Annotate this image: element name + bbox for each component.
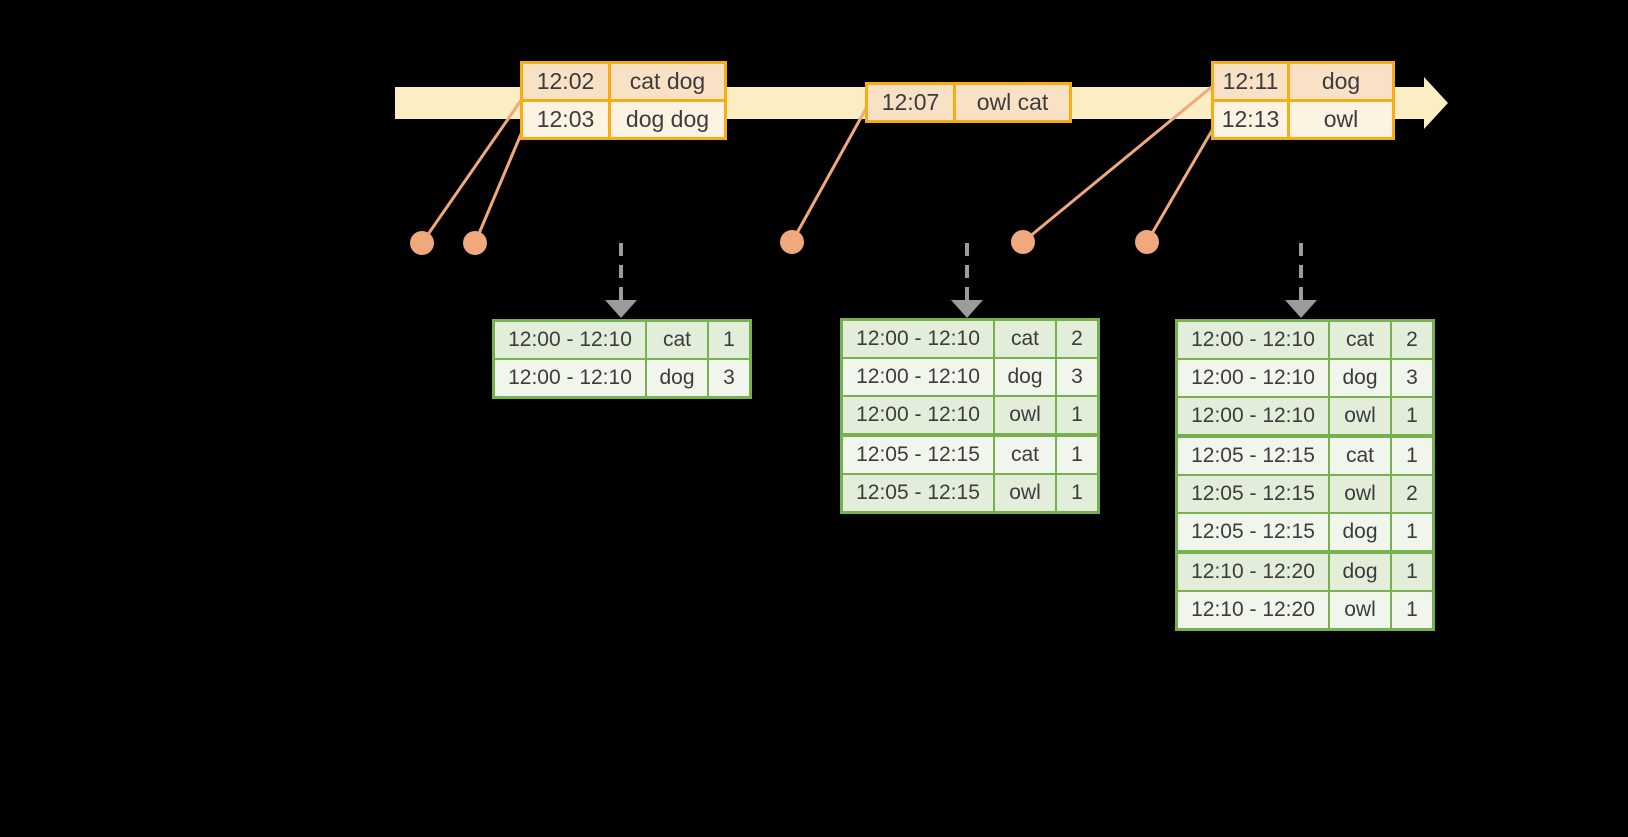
word-cell: owl — [1328, 398, 1390, 434]
event-words-cell: owl — [1287, 102, 1392, 137]
count-cell: 1 — [1055, 475, 1097, 511]
word-cell: dog — [1328, 554, 1390, 590]
event-time-cell: 12:13 — [1214, 102, 1287, 137]
trigger-arrowhead — [951, 300, 983, 318]
event-table: 12:02 cat dog 12:03 dog dog — [520, 61, 727, 140]
count-cell: 1 — [1390, 592, 1432, 628]
word-cell: cat — [1328, 322, 1390, 358]
word-cell: owl — [1328, 592, 1390, 628]
word-cell: cat — [993, 321, 1055, 357]
window-cell: 12:00 - 12:10 — [843, 359, 993, 395]
result-row: 12:00 - 12:10 cat 2 — [1178, 322, 1432, 358]
window-cell: 12:05 - 12:15 — [1178, 514, 1328, 550]
window-cell: 12:10 - 12:20 — [1178, 592, 1328, 628]
window-cell: 12:05 - 12:15 — [843, 475, 993, 511]
result-row: 12:05 - 12:15 dog 1 — [1178, 512, 1432, 550]
result-row: 12:05 - 12:15 owl 2 — [1178, 474, 1432, 512]
event-time-cell: 12:11 — [1214, 64, 1287, 99]
event-time-cell: 12:03 — [523, 102, 608, 137]
result-row: 12:00 - 12:10 owl 1 — [1178, 396, 1432, 434]
result-row: 12:00 - 12:10 cat 2 — [843, 321, 1097, 357]
count-cell: 1 — [1055, 397, 1097, 433]
window-cell: 12:00 - 12:10 — [843, 397, 993, 433]
result-row: 12:00 - 12:10 dog 3 — [843, 357, 1097, 395]
word-cell: owl — [993, 475, 1055, 511]
trigger-arrowhead — [605, 300, 637, 318]
result-table: 12:00 - 12:10 cat 2 12:00 - 12:10 dog 3 … — [1175, 319, 1435, 631]
event-dot — [780, 230, 804, 254]
event-words-cell: cat dog — [608, 64, 724, 99]
word-cell: owl — [993, 397, 1055, 433]
result-row: 12:00 - 12:10 owl 1 — [843, 395, 1097, 433]
event-table: 12:11 dog 12:13 owl — [1211, 61, 1395, 140]
window-cell: 12:05 - 12:15 — [1178, 476, 1328, 512]
window-cell: 12:00 - 12:10 — [495, 360, 645, 396]
window-cell: 12:00 - 12:10 — [843, 321, 993, 357]
event-words-cell: owl cat — [953, 85, 1069, 120]
window-cell: 12:05 - 12:15 — [1178, 438, 1328, 474]
count-cell: 1 — [1055, 437, 1097, 473]
count-cell: 2 — [1055, 321, 1097, 357]
result-row: 12:10 - 12:20 owl 1 — [1178, 590, 1432, 628]
word-cell: cat — [645, 322, 707, 358]
event-connector-line — [1022, 83, 1215, 244]
event-dot — [1135, 230, 1159, 254]
result-row: 12:05 - 12:15 cat 1 — [843, 433, 1097, 473]
result-row: 12:05 - 12:15 owl 1 — [843, 473, 1097, 511]
event-words-cell: dog — [1287, 64, 1392, 99]
count-cell: 2 — [1390, 322, 1432, 358]
event-table: 12:07 owl cat — [865, 82, 1072, 123]
window-cell: 12:00 - 12:10 — [495, 322, 645, 358]
event-connector-line — [1145, 126, 1216, 243]
event-connector-line — [473, 126, 526, 244]
result-row: 12:05 - 12:15 cat 1 — [1178, 434, 1432, 474]
result-table: 12:00 - 12:10 cat 2 12:00 - 12:10 dog 3 … — [840, 318, 1100, 514]
word-cell: dog — [993, 359, 1055, 395]
word-cell: dog — [645, 360, 707, 396]
window-cell: 12:00 - 12:10 — [1178, 322, 1328, 358]
count-cell: 1 — [1390, 514, 1432, 550]
event-connector-line — [790, 104, 870, 243]
word-cell: cat — [993, 437, 1055, 473]
count-cell: 2 — [1390, 476, 1432, 512]
word-cell: cat — [1328, 438, 1390, 474]
word-cell: owl — [1328, 476, 1390, 512]
window-cell: 12:05 - 12:15 — [843, 437, 993, 473]
event-dot — [1011, 230, 1035, 254]
event-row: 12:03 dog dog — [523, 99, 724, 137]
count-cell: 3 — [1390, 360, 1432, 396]
event-row: 12:11 dog — [1214, 64, 1392, 99]
count-cell: 3 — [1055, 359, 1097, 395]
event-dot — [463, 231, 487, 255]
word-cell: dog — [1328, 360, 1390, 396]
count-cell: 1 — [1390, 554, 1432, 590]
count-cell: 1 — [707, 322, 749, 358]
event-time-cell: 12:07 — [868, 85, 953, 120]
result-row: 12:00 - 12:10 dog 3 — [495, 358, 749, 396]
result-row: 12:00 - 12:10 dog 3 — [1178, 358, 1432, 396]
event-connector-line — [420, 95, 526, 244]
window-cell: 12:00 - 12:10 — [1178, 360, 1328, 396]
event-words-cell: dog dog — [608, 102, 724, 137]
event-row: 12:02 cat dog — [523, 64, 724, 99]
event-dot — [410, 231, 434, 255]
event-row: 12:07 owl cat — [868, 85, 1069, 120]
event-row: 12:13 owl — [1214, 99, 1392, 137]
count-cell: 3 — [707, 360, 749, 396]
result-table: 12:00 - 12:10 cat 1 12:00 - 12:10 dog 3 — [492, 319, 752, 399]
window-cell: 12:10 - 12:20 — [1178, 554, 1328, 590]
word-cell: dog — [1328, 514, 1390, 550]
result-row: 12:10 - 12:20 dog 1 — [1178, 550, 1432, 590]
event-time-cell: 12:02 — [523, 64, 608, 99]
count-cell: 1 — [1390, 438, 1432, 474]
count-cell: 1 — [1390, 398, 1432, 434]
window-cell: 12:00 - 12:10 — [1178, 398, 1328, 434]
trigger-arrowhead — [1285, 300, 1317, 318]
result-row: 12:00 - 12:10 cat 1 — [495, 322, 749, 358]
